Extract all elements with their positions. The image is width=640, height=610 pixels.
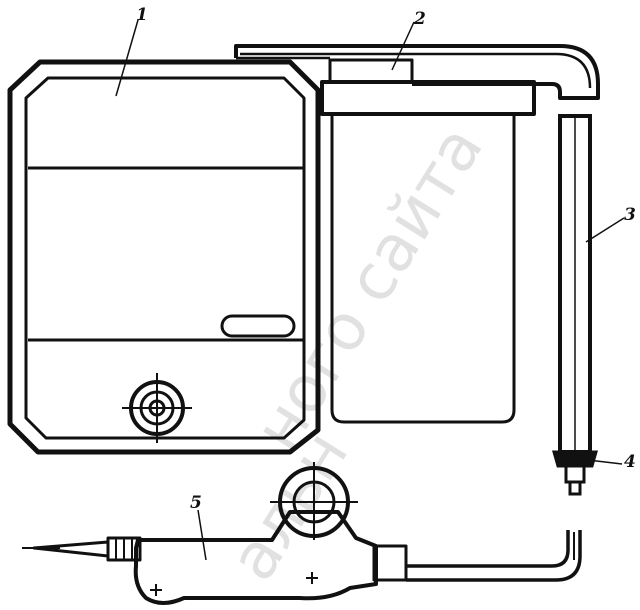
lower-hose [406,530,582,582]
upper-hose [234,44,600,100]
connector [552,450,598,496]
callout-label-4: 4 [624,452,636,472]
watermark-text-lower: альн [216,419,363,594]
watermark: ного сайта альн [216,113,498,593]
callout-label-3: 3 [624,205,636,225]
callout-label-2: 2 [413,9,426,29]
leader-1 [115,19,139,97]
leader-lines [115,19,625,561]
leader-4 [587,459,623,465]
container-cap-neck [328,58,414,82]
handle-screw-left [150,584,162,596]
container-body [330,112,516,424]
canister [7,59,321,455]
handle-nozzle [32,540,110,558]
leader-2 [391,21,415,71]
callout-label-1: 1 [136,5,148,25]
handle-screw-right [306,572,318,584]
leader-5 [197,509,207,561]
leader-3 [585,217,625,243]
canister-outer-outline [7,59,321,455]
handle [22,462,408,605]
callout-label-5: 5 [190,493,202,513]
container-cap [320,80,536,116]
handle-hose-collar [372,544,408,582]
handle-body [133,510,378,605]
watermark-text: ного сайта [241,113,498,463]
canister-window-slot [220,314,296,338]
canister-inner-outline [24,76,306,440]
canister-valve [122,373,192,443]
tube [558,114,592,454]
